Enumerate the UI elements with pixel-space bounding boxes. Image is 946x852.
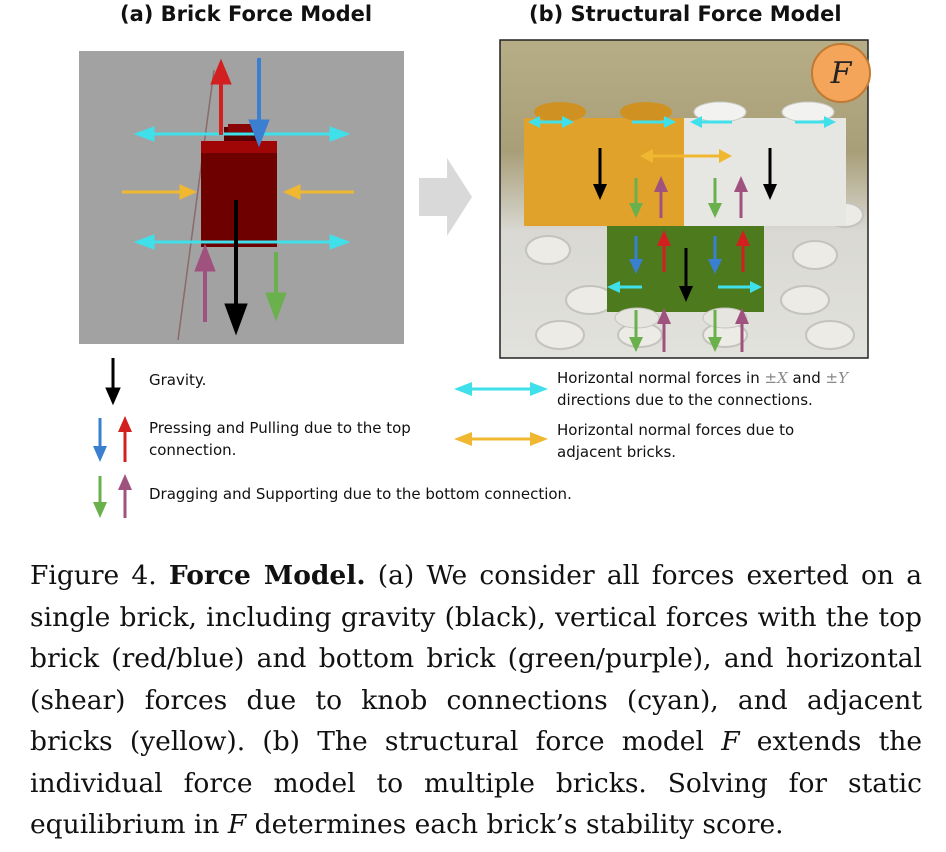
yellow-arrow-b [640,149,732,163]
legend-adjacent-line1: Horizontal normal forces due to [557,421,795,439]
yellow-arrow-left [122,184,198,200]
panel-b [499,39,869,359]
caption-text-b: extends the individual force model to mu… [30,726,923,840]
red-brick-top [201,141,277,155]
caption-f-symbol-1: F [721,726,740,757]
caption-bold-title: Force Model. [168,560,366,591]
cyan-arrows-b [528,116,836,293]
yellow-brick-stud-1 [534,102,586,122]
figure-caption: Figure 4. Force Model. (a) We consider a… [30,555,922,846]
caption-text-c: determines each brick’s stability score. [246,809,784,840]
legend-gravity-icon [105,358,121,406]
legend-pressing-line1: Pressing and Pulling due to the top [149,419,411,437]
yellow-brick [524,118,684,226]
panel-a-edge-line [177,69,215,341]
structural-model-badge: F [811,43,871,103]
cyan-arrow-bottom [133,234,351,250]
caption-text-a: (a) We consider all forces exerted on a … [30,560,922,757]
legend-gravity-label: Gravity. [149,371,207,389]
black-arrows-b [593,148,777,302]
legend-horizontal-line1: Horizontal normal forces in ±X and ±Y [557,369,848,387]
panel-a [79,51,404,344]
red-brick-knob-top [228,124,254,132]
caption-f-symbol-2: F [227,809,247,840]
panel-a-title: (a) Brick Force Model [120,2,373,26]
baseplate-studs [525,202,864,350]
black-arrow-gravity [224,200,248,336]
legend-dragging-label: Dragging and Supporting due to the botto… [149,485,572,503]
red-arrow-up [210,58,232,135]
legend-horizontal-label: Horizontal normal forces in ±X and ±Y di… [557,367,848,411]
legend-horizontal-icon [454,382,548,396]
caption-label: Figure 4. [30,560,169,591]
blue-arrow-down [248,58,270,148]
yellow-arrow-right [282,184,354,200]
yellow-brick-stud-2 [620,102,672,122]
green-arrows-b [629,178,722,352]
legend-pressing-icon [93,416,132,462]
red-arrows-b [657,230,750,272]
legend-horizontal-line2: directions due to the connections. [557,391,813,409]
green-arrow-down [265,252,287,322]
legend-adjacent-label: Horizontal normal forces due to adjacent… [557,419,794,463]
panel-transition-arrow [419,158,472,236]
panel-b-title: (b) Structural Force Model [529,2,842,26]
legend-pressing-label: Pressing and Pulling due to the top conn… [149,417,411,461]
white-brick [684,118,846,226]
red-brick-body [201,153,277,247]
legend-pressing-line2: connection. [149,441,237,459]
legend-adjacent-icon [454,432,548,446]
cyan-arrow-top [133,126,351,142]
legend-adjacent-line2: adjacent bricks. [557,443,677,461]
purple-arrow-up [194,243,216,322]
legend-dragging-icon [93,474,132,518]
purple-arrows-b [654,176,749,352]
blue-arrows-b [629,236,722,274]
